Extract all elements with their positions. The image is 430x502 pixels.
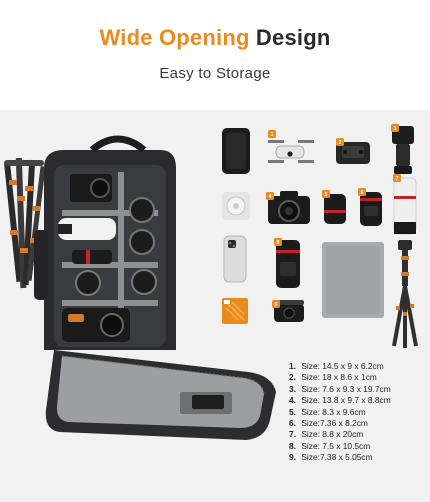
- product-stage: 1 2 3 4 5 6 7 8: [0, 110, 430, 502]
- page-subtitle: Easy to Storage: [159, 65, 271, 82]
- spec-item: 1. Size: 14.5 x 9 x 6.2cm: [289, 361, 384, 371]
- telephoto-lens-white: [393, 177, 417, 235]
- camera-flash: [392, 126, 414, 174]
- spec-item: 7. Size: 8.8 x 20cm: [289, 429, 364, 440]
- prime-lens-small: [324, 194, 346, 224]
- spec-item: 9. Size:7.38 x 5.05cm: [289, 452, 373, 463]
- title-rest: Design: [255, 25, 331, 50]
- long-lens: [276, 240, 300, 288]
- spec-item: 5. Size: 8.3 x 9.6cm: [289, 406, 366, 417]
- size-spec-list: 1. Size: 14.5 x 9 x 6.2cm 2. Size: 18 x …: [289, 361, 391, 464]
- badge-9: 9: [272, 300, 280, 308]
- drone-remote: [336, 142, 370, 164]
- backpack-front-lid: [45, 350, 277, 440]
- pancake-lens: [274, 300, 304, 322]
- svg-text:7: 7: [396, 176, 399, 182]
- spec-item: 4. Size: 13.8 x 9.7 x 8.8cm: [289, 395, 391, 406]
- drone: [268, 140, 314, 163]
- badge-6: 6: [358, 188, 366, 196]
- badge-8: 8: [274, 238, 282, 246]
- tripod-orange: [392, 240, 418, 348]
- svg-text:1: 1: [271, 132, 274, 138]
- title-accent: Wide Opening: [99, 25, 250, 50]
- filter-set: [222, 298, 248, 324]
- svg-text:3: 3: [394, 126, 397, 132]
- badge-2: 2: [336, 138, 344, 146]
- badge-7: 7: [393, 174, 401, 182]
- svg-text:5: 5: [325, 192, 328, 198]
- svg-text:9: 9: [275, 302, 278, 308]
- badge-3: 3: [391, 124, 399, 132]
- spec-item: 2. Size: 18 x 8.6 x 1cm: [289, 372, 377, 383]
- svg-text:2: 2: [339, 140, 342, 146]
- badge-1: 1: [268, 130, 276, 138]
- svg-text:6: 6: [361, 190, 364, 196]
- svg-text:4: 4: [269, 194, 272, 200]
- page-title: Wide Opening Design: [0, 25, 430, 51]
- smartphone: [223, 235, 247, 283]
- product-illustration: 1 2 3 4 5 6 7 8: [3, 124, 418, 440]
- spec-item: 6. Size:7.36 x 8.2cm: [289, 418, 368, 429]
- backpack: [34, 135, 176, 350]
- badge-5: 5: [322, 190, 330, 198]
- wireless-charger: [222, 192, 250, 220]
- power-bank: [222, 128, 250, 174]
- spec-item: 8. Size: 7.5 x 10.5cm: [289, 440, 371, 451]
- mirrorless-camera: [268, 191, 310, 224]
- svg-text:8: 8: [277, 240, 280, 246]
- zoom-lens-red: [360, 192, 382, 226]
- tripod-bundle-left: [3, 157, 46, 289]
- spec-item: 3. Size: 7.6 x 9.3 x 19.7cm: [289, 383, 391, 394]
- tablet: [322, 242, 384, 318]
- badge-4: 4: [266, 192, 274, 200]
